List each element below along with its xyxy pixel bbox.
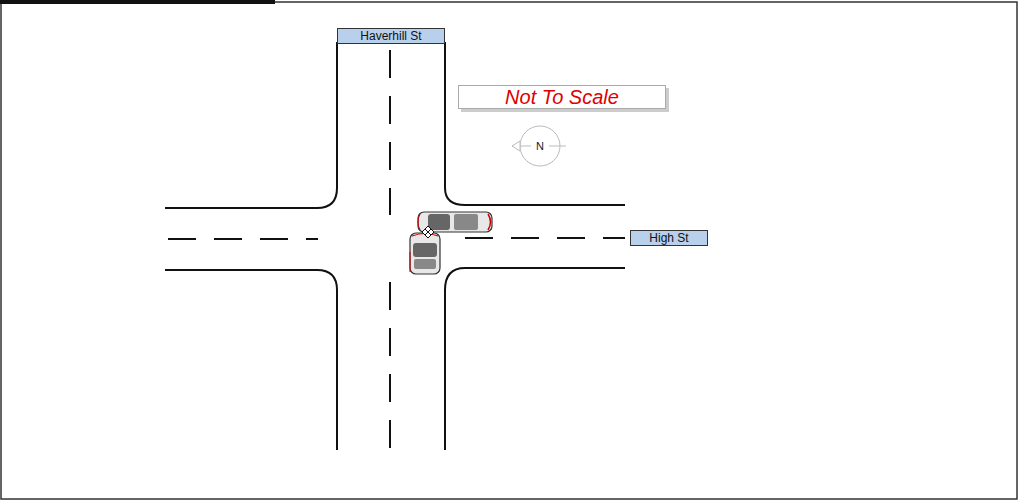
label-text: Haverhill St <box>360 30 421 42</box>
street-label: Haverhill St <box>337 28 445 44</box>
impact-marker <box>422 226 434 238</box>
street-label: High St <box>630 230 708 246</box>
label-text: High St <box>649 232 688 244</box>
label-text: Not To Scale <box>505 87 619 107</box>
top-bar <box>0 0 275 4</box>
road-edges <box>165 42 625 450</box>
car-northbound <box>410 233 440 274</box>
note-box: Not To Scale <box>458 85 666 109</box>
north-arrow <box>512 126 566 166</box>
label-text: N <box>536 141 544 152</box>
compass-label: N <box>531 138 549 154</box>
